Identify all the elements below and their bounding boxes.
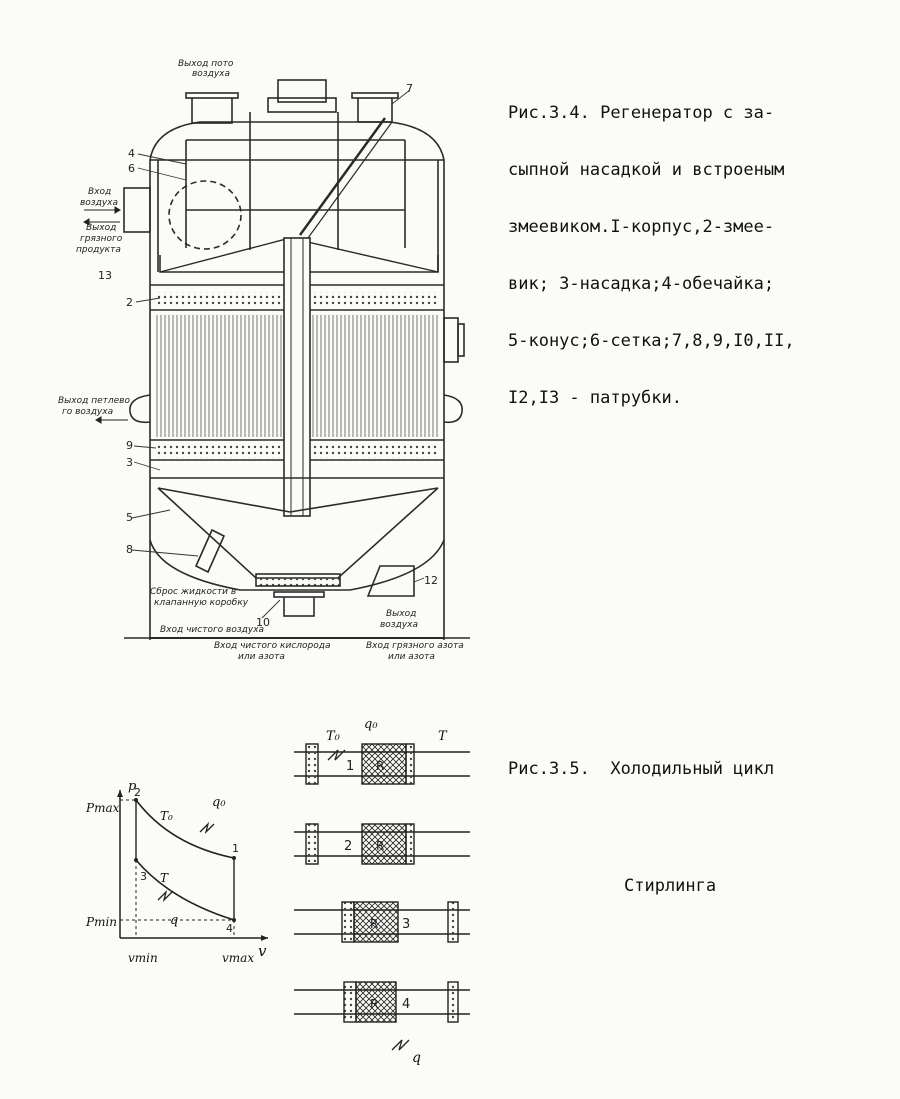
fig34-caption-line: сыпной насадкой и встроеным <box>508 160 785 180</box>
label-air-out-right: Выход <box>386 609 416 619</box>
part-number-9: 9 <box>126 439 133 452</box>
stage-label-t: T <box>438 729 448 744</box>
label-top-air-out-2: воздуха <box>192 69 230 79</box>
label-air-out-right-2: воздуха <box>380 620 418 630</box>
coil-dashed-outline <box>168 180 242 250</box>
part-number-2: 2 <box>126 296 133 309</box>
isotherm-t0 <box>135 799 235 859</box>
fig34-caption-line: змеевиком.I-корпус,2-змее- <box>508 217 775 237</box>
top-nozzle-center <box>277 79 327 103</box>
fig35-caption-line2: Стирлинга <box>624 876 717 896</box>
label-air-in: Вход <box>88 187 111 197</box>
label-t: T <box>160 871 169 885</box>
fig34-caption-line: вик; 3-насадка;4-обечайка; <box>508 274 775 294</box>
label-clean-o2-in: Вход чистого кислорода <box>214 641 331 651</box>
regenerator-2 <box>361 823 407 865</box>
stage-labels: T₀ q₀ T q 1 R 2 R 3 R 4 R <box>326 717 448 1066</box>
label-top-air-out: Выход пото <box>178 59 234 69</box>
label-air-in-2: воздуха <box>80 198 118 208</box>
label-q: q <box>170 913 178 928</box>
stage-r-1: R <box>376 759 384 773</box>
air-inlet-nozzle <box>123 187 151 233</box>
fig34-caption-line: Рис.3.4. Регенератор с за- <box>508 103 775 123</box>
label-loop-out: Выход петлево <box>58 396 130 406</box>
right-lower-nozzle <box>366 565 415 597</box>
stirling-stages <box>294 743 470 1051</box>
stage-label-t0: T₀ <box>326 729 341 744</box>
piston-left-1 <box>305 743 319 785</box>
loop-air-outlet <box>129 394 151 424</box>
regenerator-3 <box>353 901 399 943</box>
part-number-13: 13 <box>98 269 112 282</box>
label-pmax: Pmax <box>85 801 120 815</box>
label-liquid-drop-2: клапанную коробку <box>154 598 249 608</box>
stage-r-2: R <box>376 839 384 853</box>
label-q0: q₀ <box>212 795 226 810</box>
label-dirty-out-2: грязного <box>80 234 123 244</box>
isotherm-t <box>135 859 235 921</box>
part-number-8: 8 <box>126 543 133 556</box>
central-tube <box>283 237 311 517</box>
stage-number-3: 3 <box>402 917 410 932</box>
label-bottom-right-2: или азота <box>388 652 435 662</box>
stage-number-1: 1 <box>346 759 354 774</box>
fig35-caption: Рис.3.5. Холодильный цикл Стирлинга <box>508 722 774 934</box>
part-number-4: 4 <box>128 147 135 160</box>
point-4: 4 <box>226 922 233 935</box>
point-3: 3 <box>140 870 147 883</box>
axis-label-v: v <box>258 942 267 960</box>
regenerator-1 <box>361 743 407 785</box>
pv-diagram: p v Pmax Pmin vmin vmax T₀ T q₀ q 2 1 3 … <box>85 779 268 965</box>
label-vmax: vmax <box>222 951 254 965</box>
label-clean-o2-in-2: или азота <box>238 652 285 662</box>
fig34-caption: Рис.3.4. Регенератор с за- сыпной насадк… <box>508 66 795 446</box>
label-liquid-drop: Сброс жидкости в <box>150 587 236 597</box>
label-loop-out-2: го воздуха <box>62 407 113 417</box>
stage-r-4: R <box>370 997 378 1011</box>
part-number-10: 10 <box>256 616 270 629</box>
part-number-12: 12 <box>424 574 438 587</box>
part-number-6: 6 <box>128 162 135 175</box>
label-dirty-out: Выход <box>86 223 116 233</box>
label-t0: T₀ <box>160 809 173 823</box>
stage-number-4: 4 <box>402 997 410 1012</box>
part-number-5: 5 <box>126 511 133 524</box>
label-vmin: vmin <box>128 951 158 965</box>
axis-label-p: p <box>128 779 137 794</box>
part-number-7: 7 <box>406 82 413 95</box>
label-clean-air-in: Вход чистого воздуха <box>160 625 264 635</box>
point-1: 1 <box>232 842 239 855</box>
fig35-caption-line1: Рис.3.5. Холодильный цикл <box>508 759 775 779</box>
label-bottom-right: Вход грязного азота <box>366 641 464 651</box>
regenerator-4 <box>355 981 397 1023</box>
point-2: 2 <box>134 786 141 799</box>
stage-label-q: q <box>412 1050 421 1066</box>
fig34-caption-line: 5-конус;6-сетка;7,8,9,I0,II, <box>508 331 795 351</box>
part-number-3: 3 <box>126 456 133 469</box>
vessel-dome <box>149 121 445 161</box>
stage-label-q0: q₀ <box>364 717 378 732</box>
fig34-caption-line: I2,I3 - патрубки. <box>508 388 682 408</box>
label-dirty-out-3: продукта <box>76 245 121 255</box>
stage-r-3: R <box>370 917 378 931</box>
label-pmin: Pmin <box>85 915 117 929</box>
stage-number-2: 2 <box>344 839 352 854</box>
liquid-drop-nozzle <box>194 528 226 574</box>
